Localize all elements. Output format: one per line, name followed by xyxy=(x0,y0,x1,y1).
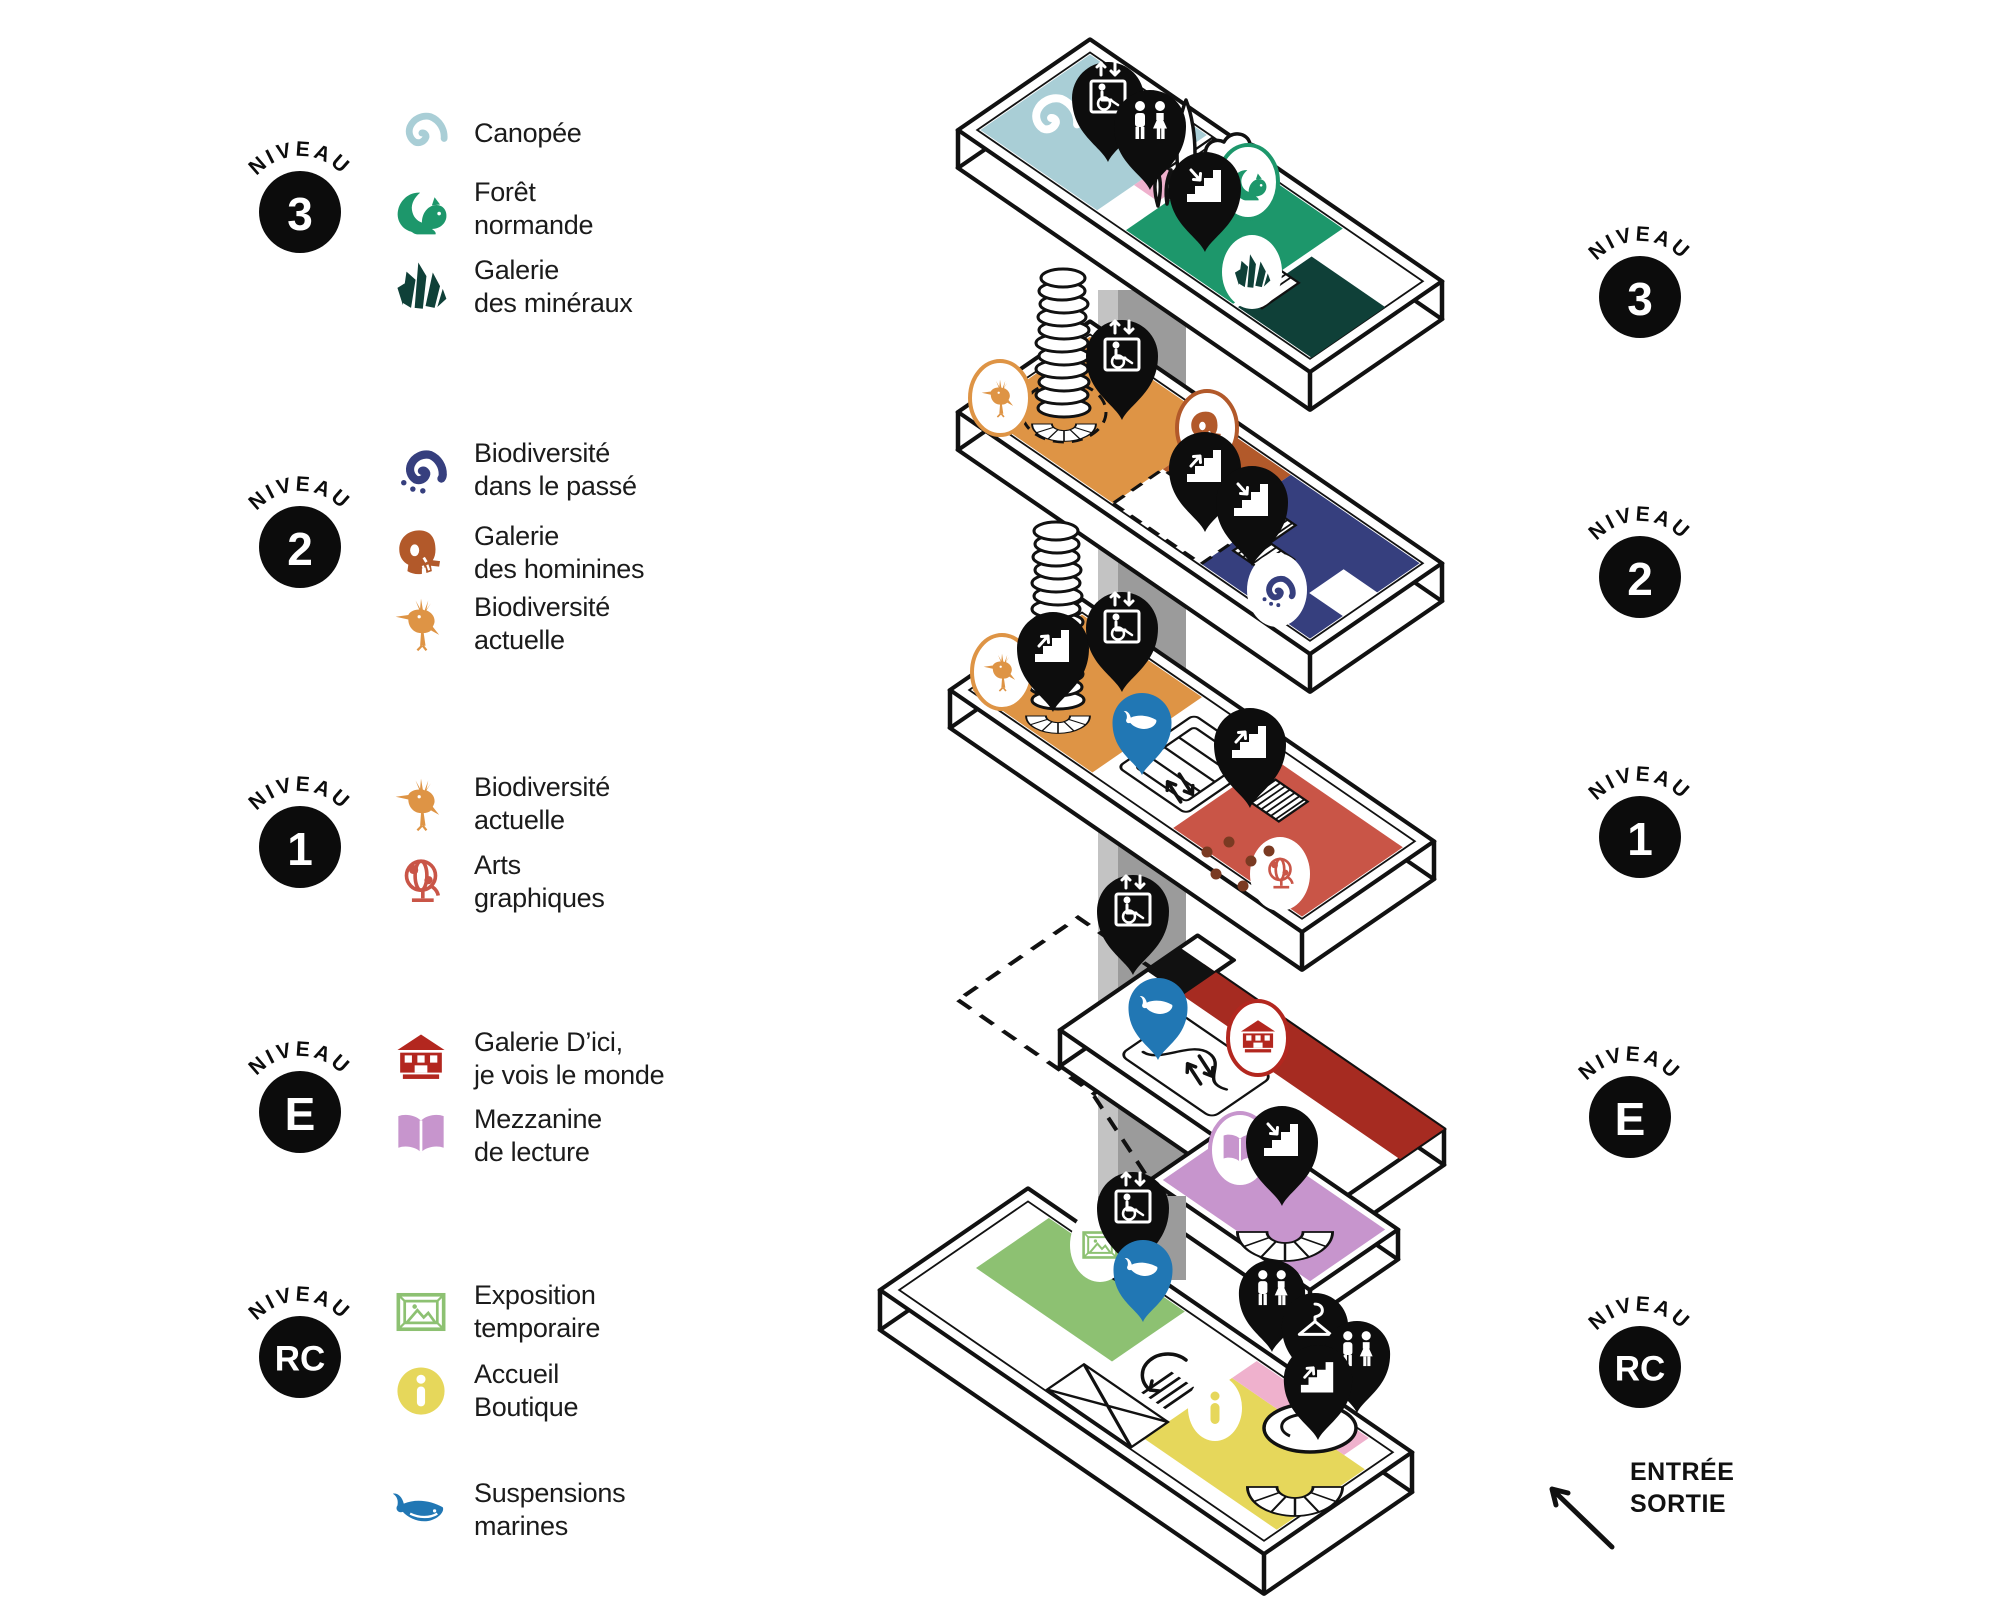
entry-gates xyxy=(1141,1371,1196,1410)
specimen-dots xyxy=(1201,836,1275,892)
area-arts-graphiques xyxy=(1173,758,1403,917)
mezzanine-slab xyxy=(1147,1106,1401,1322)
elevator-box-e xyxy=(1146,947,1217,996)
bird-badge-2 xyxy=(968,359,1032,437)
floor-rc xyxy=(877,1172,1415,1596)
area-foret-normande xyxy=(1126,154,1343,304)
crosshatch-zone xyxy=(1045,1362,1171,1449)
area-exposition-temporaire xyxy=(976,1217,1185,1362)
ammonite-badge xyxy=(1247,553,1307,627)
floor-e xyxy=(1057,875,1447,1250)
floor-3 xyxy=(955,37,1445,412)
floor-1 xyxy=(947,520,1437,972)
info-badge xyxy=(1188,1375,1242,1441)
museum-badge xyxy=(1226,999,1290,1077)
floor-2 xyxy=(955,267,1445,694)
dashed-footprint-e xyxy=(954,915,1218,1180)
globe-badge xyxy=(1250,837,1310,911)
entrance-arrow xyxy=(1549,1486,1615,1550)
whale-spine-column-upper xyxy=(1020,267,1108,444)
crystals-badge xyxy=(1222,235,1282,309)
flow-arrow xyxy=(1140,1352,1188,1393)
